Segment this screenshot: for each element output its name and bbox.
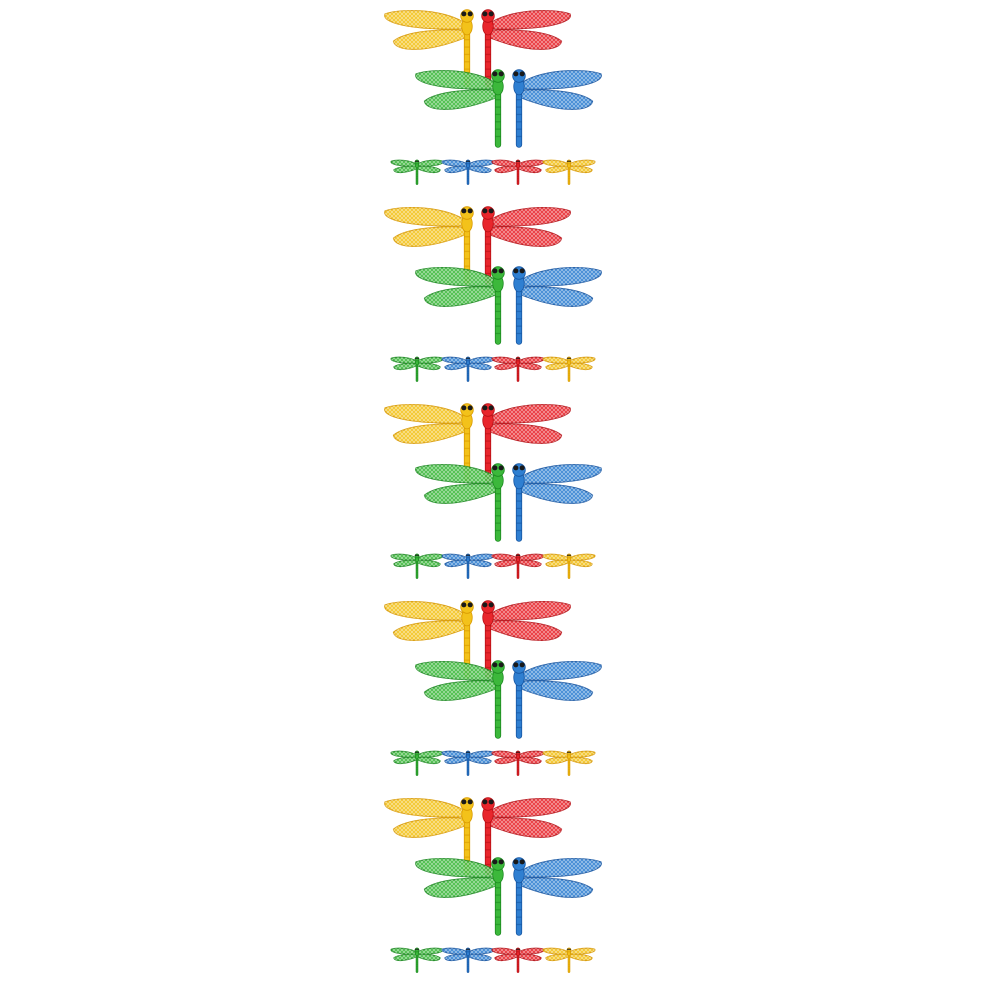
green-dragonfly [415, 266, 505, 345]
blue-dragonfly [512, 857, 602, 936]
small-green-dragonfly [390, 947, 444, 973]
small-blue-dragonfly [441, 947, 495, 973]
yellow-dragonfly [384, 797, 474, 876]
small-red-dragonfly [491, 159, 545, 185]
pattern-tile [384, 600, 602, 776]
green-dragonfly [415, 69, 505, 148]
small-blue-dragonfly [441, 750, 495, 776]
small-red-dragonfly [491, 947, 545, 973]
blue-dragonfly [512, 660, 602, 739]
small-green-dragonfly [390, 750, 444, 776]
pattern-tile [384, 403, 602, 579]
pattern-tile [384, 797, 602, 973]
small-green-dragonfly [390, 553, 444, 579]
small-green-dragonfly [390, 159, 444, 185]
red-dragonfly [481, 9, 571, 88]
red-dragonfly [481, 600, 571, 679]
yellow-dragonfly [384, 9, 474, 88]
green-dragonfly [415, 660, 505, 739]
small-blue-dragonfly [441, 159, 495, 185]
yellow-dragonfly [384, 206, 474, 285]
blue-dragonfly [512, 463, 602, 542]
yellow-dragonfly [384, 600, 474, 679]
small-yellow-dragonfly [542, 553, 596, 579]
green-dragonfly [415, 857, 505, 936]
red-dragonfly [481, 206, 571, 285]
small-yellow-dragonfly [542, 356, 596, 382]
pattern-tile [384, 9, 602, 185]
pattern-tile [384, 206, 602, 382]
blue-dragonfly [512, 69, 602, 148]
small-yellow-dragonfly [542, 947, 596, 973]
small-red-dragonfly [491, 356, 545, 382]
small-red-dragonfly [491, 750, 545, 776]
small-blue-dragonfly [441, 553, 495, 579]
green-dragonfly [415, 463, 505, 542]
small-blue-dragonfly [441, 356, 495, 382]
blue-dragonfly [512, 266, 602, 345]
small-yellow-dragonfly [542, 159, 596, 185]
small-red-dragonfly [491, 553, 545, 579]
red-dragonfly [481, 797, 571, 876]
red-dragonfly [481, 403, 571, 482]
small-yellow-dragonfly [542, 750, 596, 776]
small-green-dragonfly [390, 356, 444, 382]
